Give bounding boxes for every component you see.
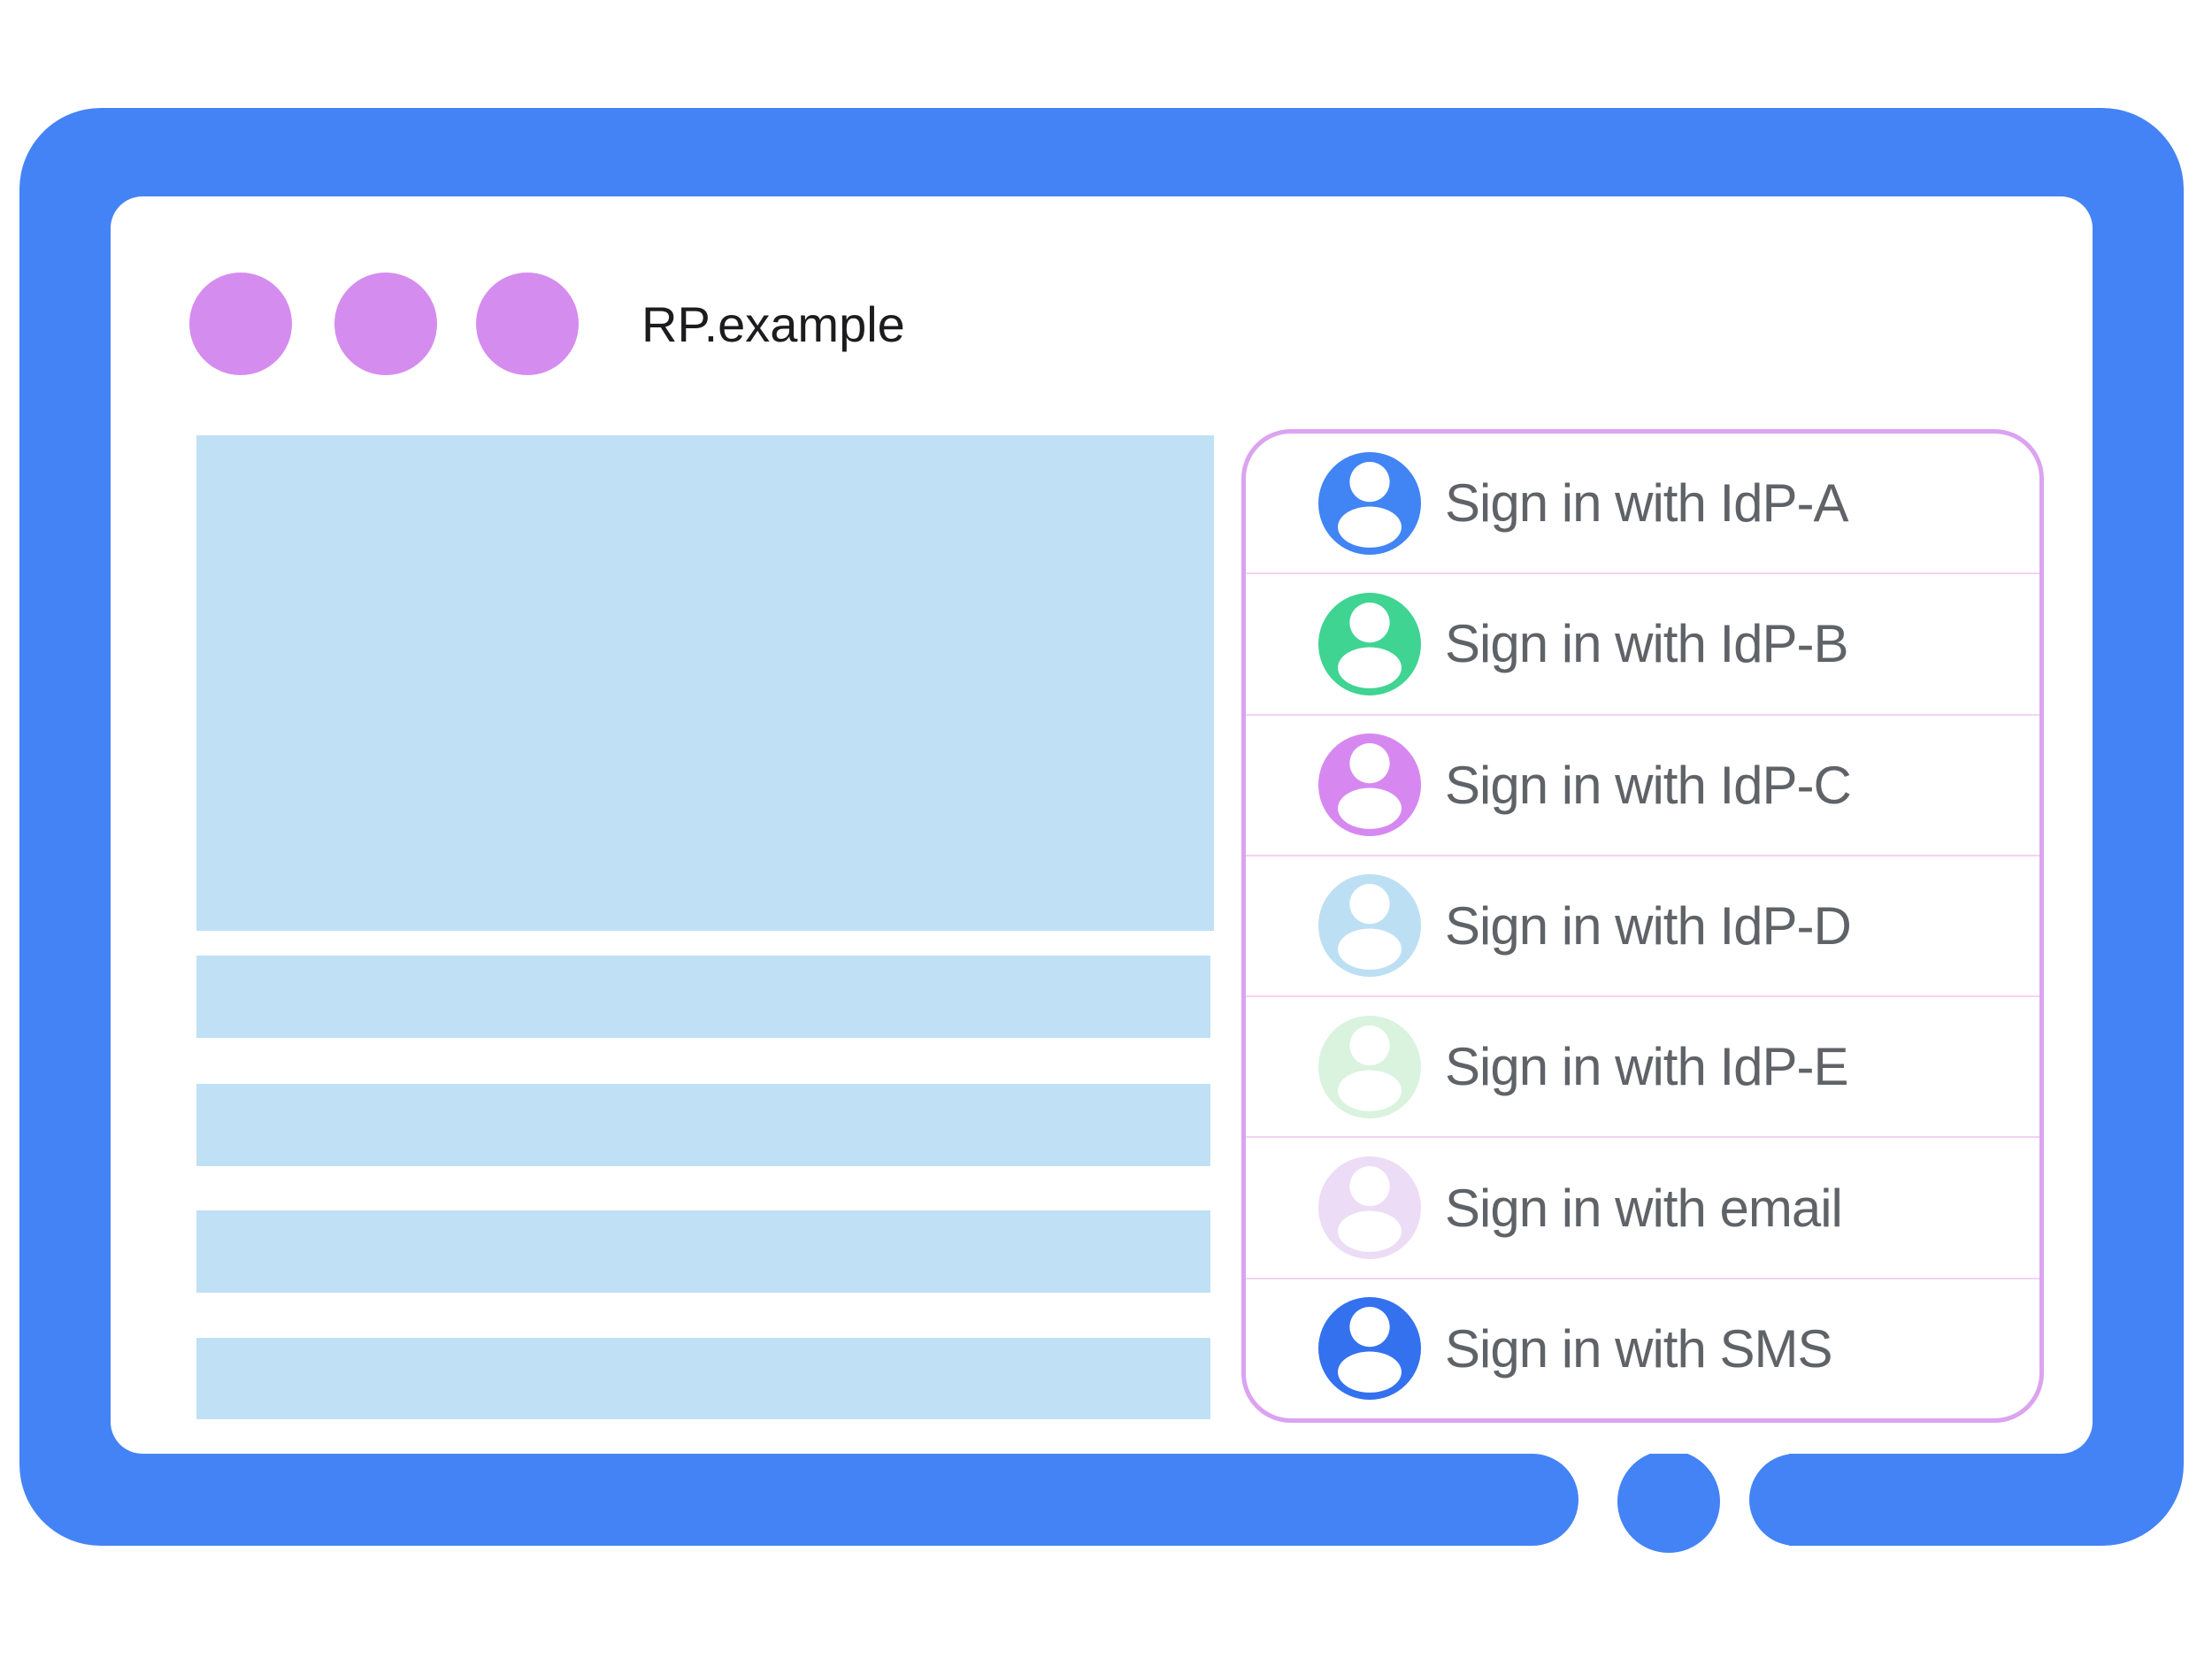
content-placeholder-bar bbox=[196, 1084, 1210, 1166]
signin-options-panel: Sign in with IdP-A Sign in with IdP-B Si… bbox=[1241, 429, 2044, 1423]
signin-option-label: Sign in with SMS bbox=[1445, 1318, 1833, 1379]
signin-option-label: Sign in with IdP-A bbox=[1445, 473, 1849, 534]
signin-option-label: Sign in with IdP-C bbox=[1445, 755, 1852, 815]
site-title: RP.example bbox=[641, 296, 905, 352]
content-placeholder-hero bbox=[196, 435, 1214, 931]
person-avatar-icon bbox=[1318, 733, 1421, 837]
person-avatar-icon bbox=[1318, 1156, 1421, 1260]
person-avatar-icon bbox=[1318, 592, 1421, 695]
person-avatar-icon bbox=[1318, 451, 1421, 555]
signin-option-idp-c[interactable]: Sign in with IdP-C bbox=[1246, 716, 2039, 856]
home-button[interactable] bbox=[1617, 1450, 1720, 1553]
signin-option-email[interactable]: Sign in with email bbox=[1246, 1138, 2039, 1279]
signin-option-sms[interactable]: Sign in with SMS bbox=[1246, 1279, 2039, 1418]
content-placeholder-bar bbox=[196, 1338, 1210, 1419]
signin-option-idp-d[interactable]: Sign in with IdP-D bbox=[1246, 856, 2039, 998]
person-avatar-icon bbox=[1318, 1015, 1421, 1118]
device-frame: RP.example Sign in with IdP-A Sign in bbox=[19, 108, 2184, 1553]
window-control-dot bbox=[334, 273, 437, 375]
signin-option-idp-b[interactable]: Sign in with IdP-B bbox=[1246, 574, 2039, 716]
browser-window: RP.example Sign in with IdP-A Sign in bbox=[111, 196, 2093, 1454]
signin-option-idp-a[interactable]: Sign in with IdP-A bbox=[1246, 434, 2039, 575]
bottom-bar-right-cap bbox=[1749, 1454, 1857, 1546]
signin-option-label: Sign in with IdP-B bbox=[1445, 614, 1849, 674]
signin-option-label: Sign in with email bbox=[1445, 1178, 1843, 1238]
person-avatar-icon bbox=[1318, 1297, 1421, 1401]
signin-option-label: Sign in with IdP-E bbox=[1445, 1037, 1849, 1097]
content-placeholder-bar bbox=[196, 956, 1210, 1038]
bottom-bar-left-cap bbox=[1471, 1454, 1578, 1546]
window-control-dot bbox=[476, 273, 579, 375]
person-avatar-icon bbox=[1318, 874, 1421, 978]
content-placeholder-bar bbox=[196, 1210, 1210, 1293]
signin-option-label: Sign in with IdP-D bbox=[1445, 895, 1852, 956]
signin-option-idp-e[interactable]: Sign in with IdP-E bbox=[1246, 997, 2039, 1139]
window-control-dot bbox=[189, 273, 292, 375]
